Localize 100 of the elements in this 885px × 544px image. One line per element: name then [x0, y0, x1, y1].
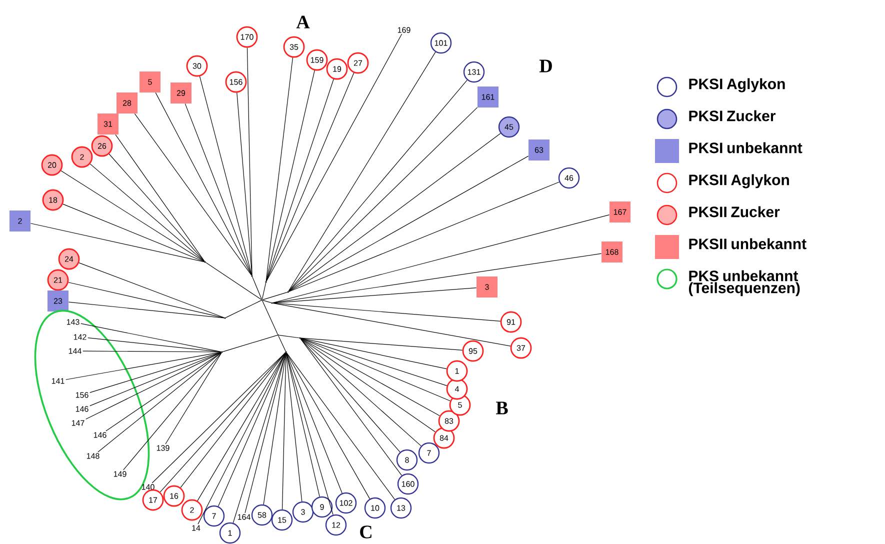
branch-line: [90, 352, 222, 393]
branch-line: [184, 103, 252, 276]
branch-line: [218, 352, 286, 507]
branch-line: [278, 334, 300, 338]
leaf-label: 149: [114, 471, 126, 477]
leaf-label: 140: [142, 484, 154, 490]
branch-line: [300, 338, 402, 476]
branch-line: [286, 352, 320, 497]
leaf-label: 142: [74, 334, 86, 340]
leaf-square: 63: [528, 140, 550, 160]
clade-letter: A: [296, 16, 310, 28]
branch-line: [266, 70, 315, 282]
branch-line: [272, 214, 610, 304]
leaf-square: 28: [116, 92, 138, 114]
branch-line: [288, 182, 560, 292]
clade-letter: D: [539, 60, 552, 72]
branch-line: [300, 338, 447, 370]
branch-line: [263, 352, 286, 505]
leaf-label: 147: [72, 420, 84, 426]
branch-line: [286, 352, 370, 500]
clade-letter: C: [360, 526, 372, 538]
branch-line: [86, 352, 222, 420]
branch-line: [232, 352, 286, 524]
leaf-square: 161: [478, 86, 498, 108]
branch-line: [278, 336, 286, 352]
branch-line: [108, 154, 205, 262]
branch-line: [300, 338, 436, 432]
branch-line: [286, 352, 396, 500]
branch-line: [300, 338, 422, 446]
branch-line: [282, 352, 286, 510]
branch-line: [288, 156, 529, 292]
legend-text: PKSII unbekannt: [689, 238, 806, 250]
leaf-label: 14: [192, 525, 200, 531]
branch-line: [300, 338, 440, 416]
leaf-square: 31: [98, 114, 118, 134]
branch-line: [30, 223, 204, 262]
branch-line: [286, 352, 342, 494]
leaf-label: 164: [238, 514, 250, 520]
branch-line: [288, 107, 478, 292]
leaf-square: 5: [140, 72, 160, 92]
branch-line: [262, 300, 272, 304]
legend-text: PKSI Zucker: [689, 110, 776, 122]
branch-line: [266, 34, 402, 282]
branch-line: [272, 302, 511, 346]
clade-letter: B: [496, 402, 508, 414]
branch-line: [82, 350, 222, 352]
branch-line: [300, 338, 450, 402]
branch-line: [222, 335, 278, 352]
branch-line: [262, 300, 278, 334]
leaf-label: 143: [66, 319, 80, 325]
branch-line: [300, 338, 400, 452]
leaf-square: 168: [602, 242, 622, 262]
branch-line: [252, 276, 262, 300]
leaf-square: 3: [476, 276, 498, 298]
branch-line: [286, 352, 302, 502]
branch-line: [236, 92, 252, 276]
leaf-label: 169: [398, 27, 410, 33]
branch-line: [262, 282, 266, 300]
branch-line: [266, 78, 334, 282]
branch-line: [66, 352, 222, 380]
branch-line: [68, 302, 224, 318]
branch-line: [244, 352, 286, 514]
legend-text: PKS unbekannt (Teilsequenzen): [688, 270, 800, 296]
branch-line: [115, 134, 205, 262]
leaf-label: 141: [52, 378, 64, 384]
leaf-square: 167: [610, 202, 630, 222]
branch-line: [90, 164, 205, 262]
branch-line: [78, 262, 224, 318]
legend-text: PKSI Aglykon: [689, 78, 785, 92]
leaf-label: 146: [76, 406, 88, 412]
branch-line: [199, 76, 252, 276]
branch-line: [272, 253, 602, 304]
leaf-square: 29: [170, 82, 192, 104]
branch-line: [266, 72, 354, 282]
legend-text: PKSII Aglykon: [689, 174, 789, 188]
branch-line: [60, 170, 204, 262]
leaf-square: 23: [48, 290, 68, 312]
branch-line: [206, 262, 262, 300]
branch-line: [300, 338, 463, 350]
branch-line: [288, 52, 436, 292]
branch-line: [288, 80, 468, 292]
branch-line: [134, 113, 252, 276]
legend-text: PKSII Zucker: [689, 206, 780, 218]
branch-line: [68, 282, 224, 318]
branch-line: [180, 352, 286, 488]
branch-line: [98, 352, 222, 452]
branch-line: [106, 352, 222, 432]
leaf-label: 139: [156, 445, 170, 451]
branch-line: [272, 302, 501, 322]
branch-line: [62, 204, 204, 262]
leaf-label: 144: [68, 348, 82, 354]
branch-line: [155, 92, 252, 276]
leaf-label: 146: [94, 432, 106, 438]
leaf-label: 156: [76, 392, 88, 398]
branch-line: [80, 323, 222, 352]
branch-line: [165, 352, 222, 444]
branch-line: [262, 292, 288, 300]
branch-line: [123, 352, 222, 470]
branch-line: [266, 57, 294, 282]
branch-line: [286, 352, 334, 516]
